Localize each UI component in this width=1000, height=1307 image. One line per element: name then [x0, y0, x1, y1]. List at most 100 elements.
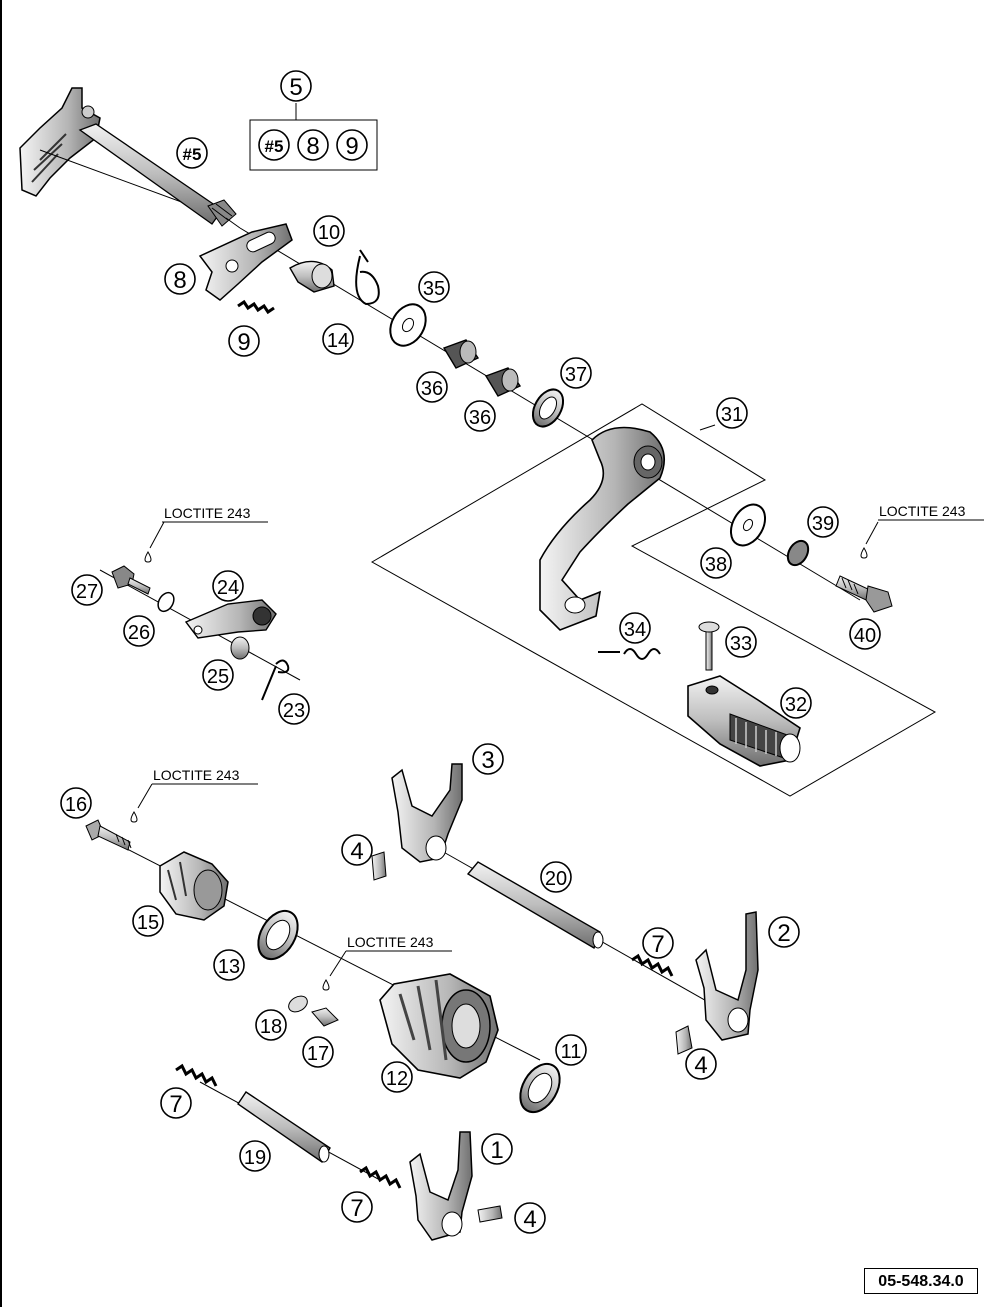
- callout-26: 26: [123, 615, 155, 647]
- svg-text:37: 37: [565, 364, 587, 386]
- callout-40: 40: [849, 618, 881, 650]
- spring-9-part: [237, 299, 275, 315]
- bolt-40-part: [835, 575, 871, 601]
- svg-text:26: 26: [128, 622, 150, 644]
- drawing-reference-code: 05-548.34.0: [864, 1268, 978, 1294]
- shift-lever-part: [539, 426, 666, 631]
- svg-text:3: 3: [481, 747, 494, 774]
- callout-36a: 36: [416, 371, 448, 403]
- lock-washer-39-part: [786, 539, 810, 567]
- kit-group: 5 #5 8 9: [249, 70, 378, 171]
- callout-7a: 7: [642, 927, 674, 959]
- svg-text:10: 10: [318, 222, 340, 244]
- svg-text:23: 23: [283, 700, 305, 722]
- svg-text:40: 40: [854, 625, 876, 647]
- fork-rod-20-part: [466, 861, 601, 950]
- adhesive-drop-bolt-16: [130, 811, 138, 823]
- svg-text:4: 4: [350, 838, 363, 865]
- svg-text:4: 4: [523, 1206, 536, 1233]
- svg-text:4: 4: [694, 1052, 707, 1079]
- shaft-label: #5: [183, 145, 202, 164]
- callout-23: 23: [278, 693, 310, 725]
- svg-text:32: 32: [785, 694, 807, 716]
- spring-7a-part: [631, 953, 674, 977]
- svg-text:27: 27: [76, 581, 98, 603]
- callout-2: 2: [768, 916, 800, 948]
- guide-pin-4b-part: [675, 1025, 693, 1055]
- svg-text:34: 34: [624, 619, 646, 641]
- callout-13: 13: [213, 949, 245, 981]
- washer-26-part: [157, 591, 175, 613]
- kit-content-2: 8: [306, 133, 319, 160]
- callout-27: 27: [71, 574, 103, 606]
- stop-lever-group: [99, 521, 301, 701]
- callout-34: 34: [619, 612, 651, 644]
- callout-33: 33: [725, 626, 757, 658]
- pin-33-part: [705, 627, 713, 671]
- kit-content-3: 9: [345, 133, 358, 160]
- spring-34-part: [598, 648, 661, 660]
- loctite-note-17: LOCTITE 243: [347, 934, 434, 950]
- guide-pin-4c-part: [477, 1205, 503, 1223]
- kit-number: 5: [289, 74, 302, 101]
- shift-forks-group: [175, 763, 759, 1241]
- svg-text:16: 16: [65, 794, 87, 816]
- stop-lever-24-part: [184, 599, 277, 639]
- svg-text:39: 39: [812, 513, 834, 535]
- callout-9: 9: [228, 325, 260, 357]
- spring-7c-part: [359, 1165, 402, 1189]
- callout-17: 17: [302, 1036, 334, 1068]
- callout-1: 1: [481, 1133, 513, 1165]
- callout-4b: 4: [685, 1048, 717, 1080]
- shift-lever-kit: [370, 403, 937, 797]
- callout-35: 35: [418, 271, 450, 303]
- svg-text:18: 18: [260, 1016, 282, 1038]
- adhesive-drop-bolt-17: [322, 979, 330, 991]
- bolt-17-part: [311, 1007, 339, 1027]
- spring-clip-14-part: [355, 249, 380, 306]
- callout-7b: 7: [160, 1087, 192, 1119]
- svg-text:19: 19: [244, 1147, 266, 1169]
- callout-8: 8: [164, 263, 196, 295]
- callout-16: 16: [60, 787, 92, 819]
- callout-18: 18: [255, 1009, 287, 1041]
- callout-3: 3: [472, 743, 504, 775]
- callout-10: 10: [313, 215, 345, 247]
- svg-text:7: 7: [350, 1195, 363, 1222]
- callout-14: 14: [322, 323, 354, 355]
- callout-31: 31: [716, 397, 748, 429]
- washer-18-part: [288, 995, 308, 1013]
- shift-plate-part: [198, 223, 293, 301]
- kit-content-1: #5: [265, 137, 284, 156]
- frame-left-rule: [0, 0, 2, 1307]
- callout-4a: 4: [341, 834, 373, 866]
- roller-25-part: [230, 636, 250, 660]
- spring-23-part: [261, 659, 290, 701]
- shift-fork-3-part: [391, 763, 463, 863]
- callout-36b: 36: [464, 400, 496, 432]
- svg-text:15: 15: [137, 912, 159, 934]
- lever-kit-outline: [370, 403, 937, 797]
- loctite-note-40: LOCTITE 243: [879, 503, 966, 519]
- shift-drum-group: [85, 783, 561, 1114]
- callout-20: 20: [540, 861, 572, 893]
- adhesive-drop-bolt-40: [860, 547, 868, 559]
- svg-text:7: 7: [651, 931, 664, 958]
- callout-39: 39: [807, 506, 839, 538]
- adhesive-drop-bolt-27: [144, 551, 152, 563]
- callout-12: 12: [381, 1061, 413, 1093]
- callout-4c: 4: [514, 1202, 546, 1234]
- callout-32: 32: [780, 687, 812, 719]
- svg-text:2: 2: [777, 920, 790, 947]
- svg-text:20: 20: [545, 868, 567, 890]
- svg-text:7: 7: [169, 1091, 182, 1118]
- callout-24: 24: [212, 570, 244, 602]
- kit-box: [249, 119, 378, 171]
- svg-text:9: 9: [237, 329, 250, 356]
- svg-text:12: 12: [386, 1068, 408, 1090]
- callout-25: 25: [202, 659, 234, 691]
- svg-text:36: 36: [421, 378, 443, 400]
- fork-rod-19-part: [237, 1091, 331, 1164]
- svg-text:35: 35: [423, 278, 445, 300]
- shift-fork-2-part: [695, 911, 759, 1041]
